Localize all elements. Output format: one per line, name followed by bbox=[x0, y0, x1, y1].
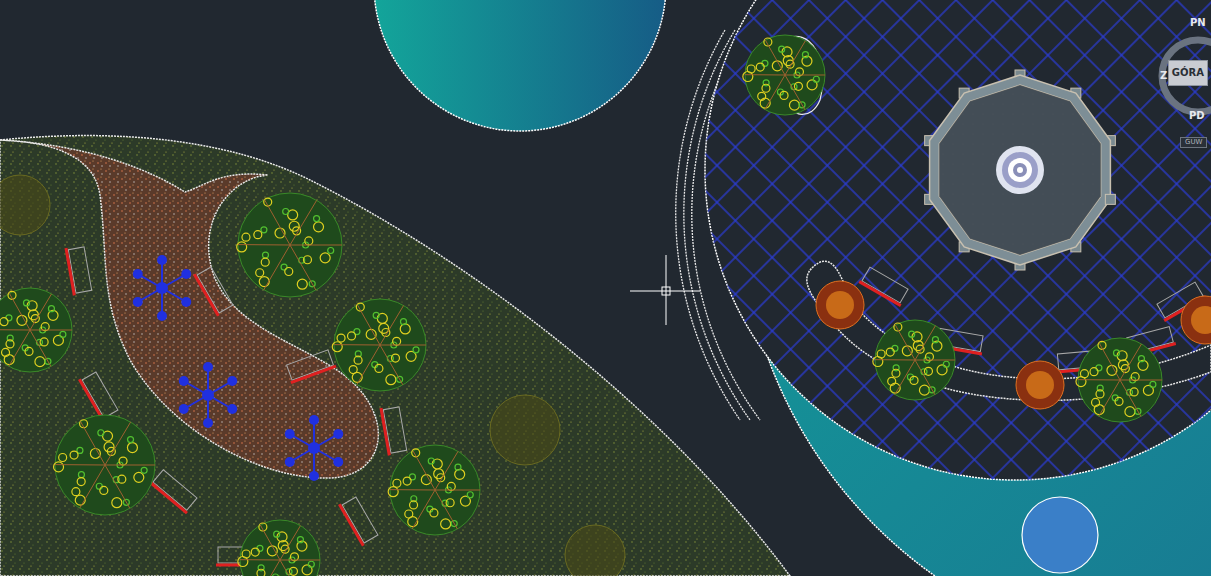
tree-symbol bbox=[490, 395, 560, 465]
bench bbox=[79, 370, 119, 421]
tree-symbol bbox=[0, 175, 50, 235]
tree-symbol bbox=[237, 193, 342, 297]
pillar bbox=[1105, 194, 1115, 204]
crosshair bbox=[630, 255, 700, 325]
bench bbox=[381, 405, 407, 455]
viewcube-face: GÓRA bbox=[1168, 60, 1208, 86]
bench bbox=[339, 495, 379, 546]
tree-symbol bbox=[0, 288, 72, 372]
tree-symbol bbox=[54, 415, 155, 515]
tree-symbol bbox=[388, 445, 480, 535]
bench bbox=[66, 245, 92, 295]
shrub-symbol bbox=[1181, 296, 1211, 344]
fountain-pavilion bbox=[925, 70, 1116, 270]
bench bbox=[859, 266, 910, 306]
shrub-symbol bbox=[1016, 361, 1064, 409]
viewcube-south: PD bbox=[1189, 110, 1205, 122]
sprinkler-symbol bbox=[285, 415, 343, 481]
fountain bbox=[996, 146, 1044, 194]
fountain bbox=[1002, 152, 1038, 188]
bench bbox=[194, 265, 234, 316]
fountain bbox=[1017, 167, 1023, 173]
viewcube bbox=[1162, 40, 1211, 112]
sprinkler-symbol bbox=[133, 255, 191, 321]
shrub-symbol bbox=[816, 281, 864, 329]
tree-symbol bbox=[332, 299, 426, 391]
pavilion-inner bbox=[939, 85, 1101, 255]
pavilion-floor bbox=[939, 85, 1101, 255]
ucs-menu: GUW bbox=[1180, 137, 1207, 148]
fountain bbox=[1013, 163, 1027, 177]
viewcube-north: PN bbox=[1190, 17, 1206, 29]
viewcube-west: Z bbox=[1160, 70, 1167, 82]
tree-symbol bbox=[873, 320, 955, 400]
tree-symbol bbox=[565, 525, 625, 576]
sprinkler-symbol bbox=[179, 362, 237, 428]
tree-symbol bbox=[238, 520, 320, 576]
fountain bbox=[1008, 158, 1032, 182]
bench bbox=[150, 468, 198, 513]
bench bbox=[285, 349, 336, 382]
tree-symbol bbox=[1076, 338, 1162, 422]
pavilion-outer bbox=[930, 75, 1111, 265]
tree-symbol bbox=[743, 35, 825, 115]
